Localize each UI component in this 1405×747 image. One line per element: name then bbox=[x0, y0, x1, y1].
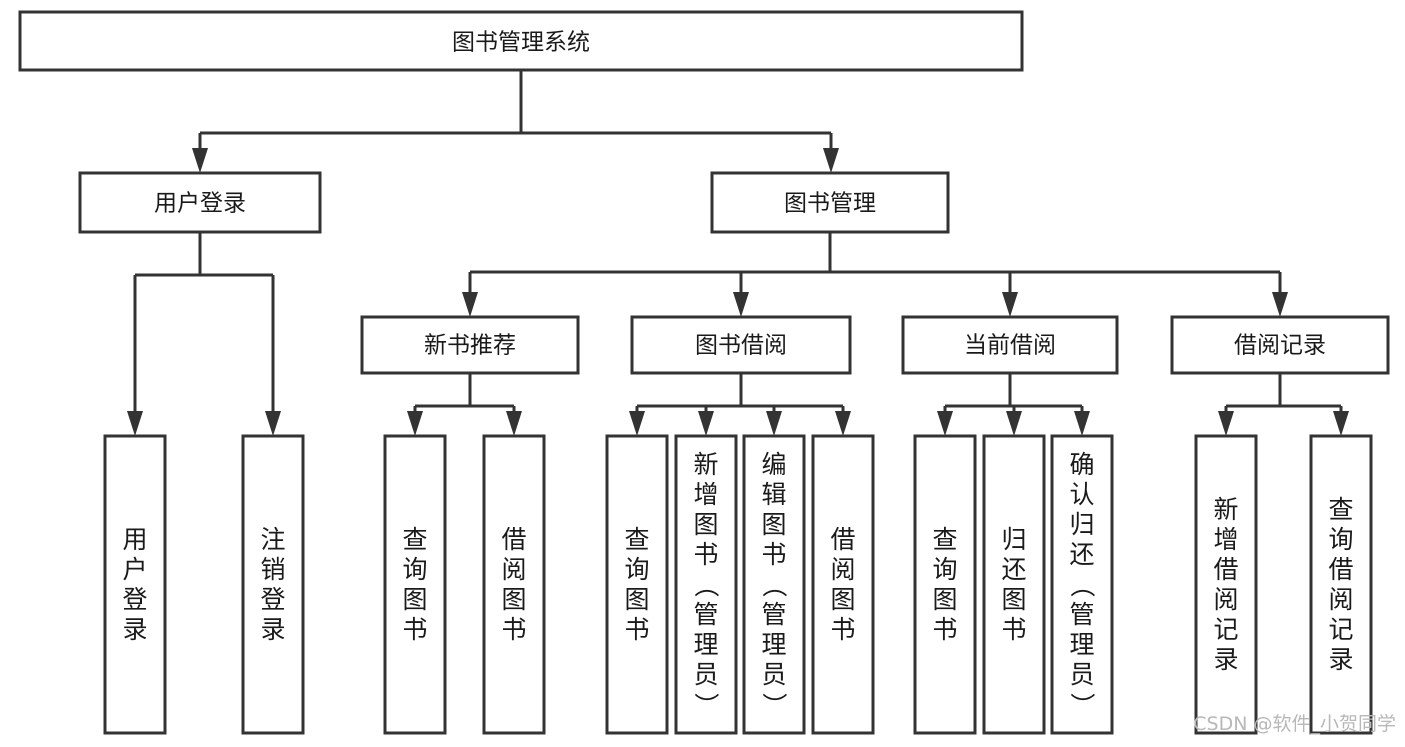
node-root[interactable]: 图书管理系统 bbox=[18, 10, 1024, 72]
arrow-to-leaf-return-book bbox=[1006, 411, 1022, 436]
arrow-to-leaf-query-book-1 bbox=[407, 411, 423, 436]
connector-book-management-bus bbox=[468, 232, 1282, 295]
connector-new-book-recommend-bus bbox=[413, 373, 516, 414]
node-new-book-recommend[interactable]: 新书推荐 bbox=[360, 315, 580, 375]
node-book-borrow-box[interactable] bbox=[630, 315, 852, 375]
connector-current-borrow-bus bbox=[943, 373, 1084, 414]
arrow-to-leaf-borrow-book-2 bbox=[835, 411, 851, 436]
leaf-query-book-2-box[interactable] bbox=[605, 434, 669, 735]
arrow-to-leaf-query-book-2 bbox=[629, 411, 645, 436]
leaf-nodes-layer bbox=[103, 434, 1373, 735]
node-user-login-box[interactable] bbox=[78, 171, 322, 234]
node-root-label: 图书管理系统 bbox=[452, 30, 590, 56]
node-book-management[interactable]: 图书管理 bbox=[710, 171, 950, 234]
connector-root-bus bbox=[198, 70, 833, 152]
node-book-management-box[interactable] bbox=[710, 171, 950, 234]
connector-user-login-bus bbox=[133, 232, 275, 414]
arrow-to-leaf-borrow-book-1 bbox=[506, 411, 522, 436]
arrow-to-borrow-record bbox=[1272, 292, 1288, 317]
connector-book-borrow-bus bbox=[635, 373, 845, 414]
arrow-to-leaf-add-borrow-record bbox=[1218, 411, 1234, 436]
node-new-book-recommend-label: 新书推荐 bbox=[424, 333, 516, 359]
arrow-to-leaf-add-book-admin bbox=[698, 411, 714, 436]
leaf-query-book-1-box[interactable] bbox=[383, 434, 447, 735]
leaf-add-book-admin-box[interactable] bbox=[674, 434, 738, 735]
connector-borrow-record-bus bbox=[1224, 373, 1343, 414]
arrow-to-leaf-user-login bbox=[127, 411, 143, 436]
node-borrow-record[interactable]: 借阅记录 bbox=[1170, 315, 1390, 375]
node-user-login[interactable]: 用户登录 bbox=[78, 171, 322, 234]
node-borrow-record-box[interactable] bbox=[1170, 315, 1390, 375]
leaf-borrow-book-2-box[interactable] bbox=[811, 434, 875, 735]
node-current-borrow-box[interactable] bbox=[901, 315, 1119, 375]
leaf-borrow-book-1-box[interactable] bbox=[482, 434, 546, 735]
arrow-to-new-book-recommend bbox=[462, 292, 478, 317]
node-current-borrow[interactable]: 当前借阅 bbox=[901, 315, 1119, 375]
arrow-to-user-login bbox=[192, 148, 208, 173]
node-book-borrow[interactable]: 图书借阅 bbox=[630, 315, 852, 375]
arrow-to-leaf-query-book-3 bbox=[937, 411, 953, 436]
node-root-box[interactable] bbox=[18, 10, 1024, 72]
arrow-to-leaf-confirm-return-admin bbox=[1074, 411, 1090, 436]
connectors-layer bbox=[127, 70, 1349, 436]
node-book-management-label: 图书管理 bbox=[784, 191, 876, 217]
arrow-to-book-borrow bbox=[733, 292, 749, 317]
node-borrow-record-label: 借阅记录 bbox=[1234, 333, 1326, 359]
leaf-confirm-return-admin-box[interactable] bbox=[1050, 434, 1114, 735]
csdn-watermark: CSDN @软件_小贺同学 bbox=[1193, 713, 1396, 735]
node-current-borrow-label: 当前借阅 bbox=[964, 333, 1056, 359]
arrow-to-leaf-query-borrow-record bbox=[1333, 411, 1349, 436]
leaf-user-login-box[interactable] bbox=[103, 434, 167, 735]
leaf-edit-book-admin-box[interactable] bbox=[742, 434, 806, 735]
node-book-borrow-label: 图书借阅 bbox=[695, 333, 787, 359]
arrow-to-leaf-logout-login bbox=[265, 411, 281, 436]
node-new-book-recommend-box[interactable] bbox=[360, 315, 580, 375]
leaf-query-book-3-box[interactable] bbox=[913, 434, 977, 735]
arrow-to-book-management bbox=[823, 148, 839, 173]
arrow-to-current-borrow bbox=[1002, 292, 1018, 317]
arrow-to-leaf-edit-book-admin bbox=[766, 411, 782, 436]
leaf-query-borrow-record-box[interactable] bbox=[1309, 434, 1373, 735]
node-user-login-label: 用户登录 bbox=[154, 191, 246, 217]
leaf-add-borrow-record-box[interactable] bbox=[1194, 434, 1258, 735]
leaf-return-book-box[interactable] bbox=[982, 434, 1046, 735]
leaf-logout-login-box[interactable] bbox=[241, 434, 305, 735]
